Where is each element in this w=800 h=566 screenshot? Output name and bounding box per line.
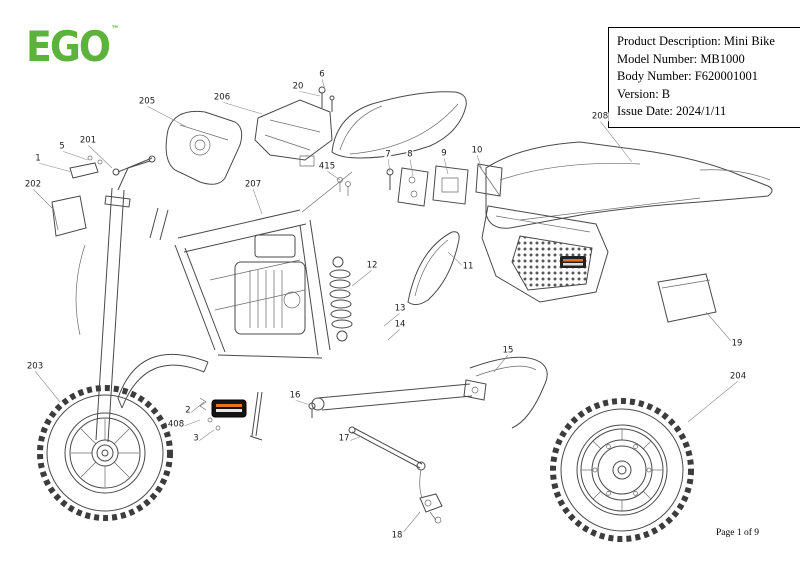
pivot-bolt (309, 403, 315, 418)
info-line-product-description: Product Description: Mini Bike (617, 34, 775, 48)
frame (150, 172, 352, 358)
shock-absorber (330, 257, 352, 341)
flat-pad-part (658, 274, 716, 322)
screw-set-top (319, 87, 334, 112)
upper-bracket (255, 100, 332, 166)
front-fender (118, 354, 208, 408)
page-number: Page 1 of 9 (716, 528, 760, 538)
info-line-body-number: Body Number: F620001001 (617, 69, 758, 83)
screw-set-415 (338, 178, 351, 197)
rear-brake-assembly (420, 470, 442, 523)
brake-lever (70, 156, 102, 178)
swingarm (312, 380, 486, 410)
info-line-model-number: Model Number: MB1000 (617, 51, 745, 66)
rear-wheel (553, 401, 691, 539)
product-info-box: Product Description: Mini Bike Model Num… (608, 27, 800, 128)
ego-logo-text: EGO (26, 22, 111, 71)
brake-rod (349, 427, 425, 470)
front-fork (76, 156, 155, 442)
airbox-cover (166, 111, 242, 184)
side-panel (482, 206, 608, 302)
left-cover-part (52, 196, 86, 236)
front-wheel (40, 388, 170, 518)
ego-badge-plate (212, 400, 246, 417)
controller-bracket-cluster (387, 164, 502, 206)
rear-inner-fender (408, 232, 459, 305)
info-line-version: Version: B (617, 86, 671, 101)
kickstand (200, 392, 262, 440)
seat (332, 92, 466, 158)
rear-top-cover (486, 142, 772, 228)
battery-motor-block (235, 235, 305, 334)
leader-lines (33, 79, 738, 540)
rear-stand-bar (470, 357, 547, 428)
trademark-symbol: ™ (110, 25, 120, 35)
info-line-issue-date: Issue Date: 2024/1/11 (617, 104, 727, 118)
